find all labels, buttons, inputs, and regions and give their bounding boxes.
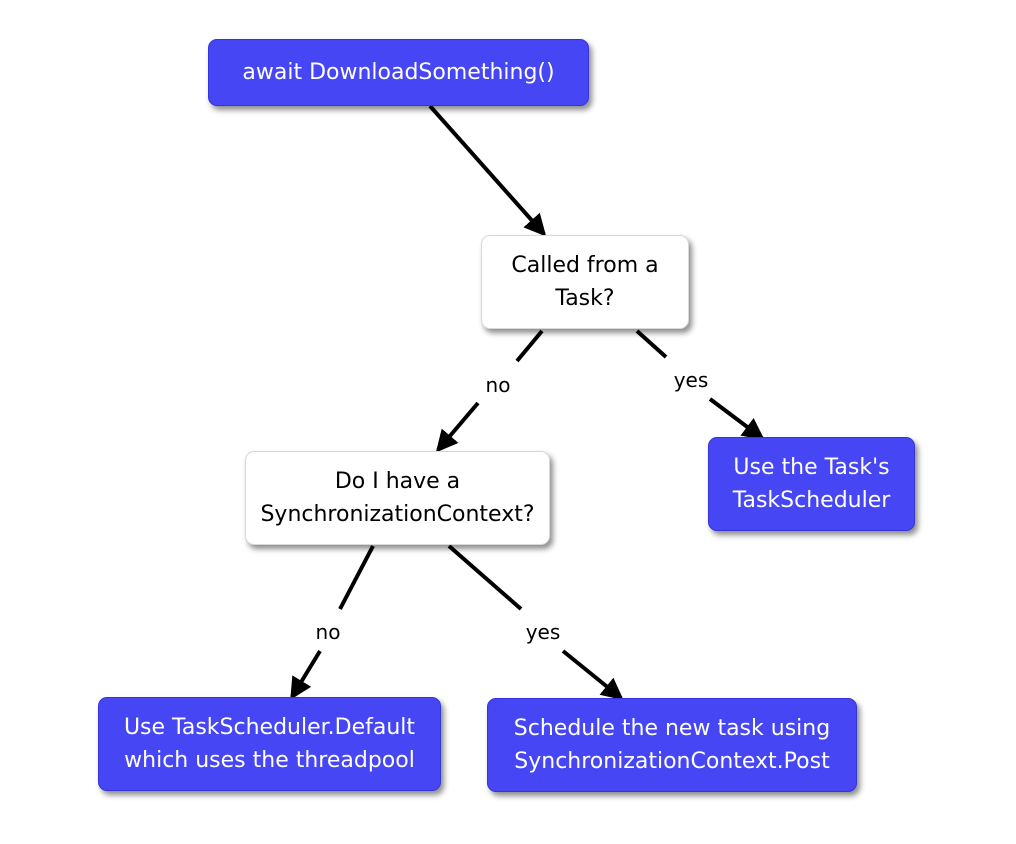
node-schedule-post: Schedule the new task using Synchronizat… xyxy=(487,698,857,792)
edge-label-task-no: no xyxy=(486,373,511,397)
edge-task-yes-upper xyxy=(635,329,668,359)
node-called-from-task-line-2: Task? xyxy=(555,286,615,311)
node-use-task-scheduler: Use the Task's TaskScheduler xyxy=(708,437,915,531)
node-use-default-scheduler: Use TaskScheduler.Default which uses the… xyxy=(98,697,441,791)
edge-start-to-called-from-task xyxy=(428,104,547,237)
edge-label-sync-yes: yes xyxy=(526,620,561,644)
node-called-from-task: Called from a Task? xyxy=(481,235,689,329)
node-called-from-task-line-1: Called from a xyxy=(511,253,659,278)
edge-task-yes-lower xyxy=(708,397,765,440)
edge-task-no-lower xyxy=(435,401,480,453)
node-have-sync-context-line-2: SynchronizationContext? xyxy=(260,502,535,527)
edge-sync-yes-lower xyxy=(561,649,624,701)
node-await-download-text: await DownloadSomething() xyxy=(242,60,555,85)
node-schedule-post-line-2: SynchronizationContext.Post xyxy=(514,749,830,774)
node-use-task-scheduler-line-2: TaskScheduler xyxy=(732,488,891,513)
node-use-task-scheduler-line-1: Use the Task's xyxy=(733,455,890,480)
node-have-sync-context: Do I have a SynchronizationContext? xyxy=(245,451,550,545)
node-await-download: await DownloadSomething() xyxy=(208,39,589,106)
edge-sync-yes-upper xyxy=(447,544,523,611)
edge-label-sync-no: no xyxy=(316,620,341,644)
node-schedule-post-line-1: Schedule the new task using xyxy=(513,716,831,741)
edge-sync-no-upper xyxy=(338,545,375,610)
node-use-default-scheduler-line-2: which uses the threadpool xyxy=(124,748,415,773)
edge-sync-no-lower xyxy=(290,649,322,700)
node-have-sync-context-line-1: Do I have a xyxy=(334,469,461,494)
edge-label-task-yes: yes xyxy=(674,368,709,392)
node-use-default-scheduler-line-1: Use TaskScheduler.Default xyxy=(123,715,416,740)
edge-task-no-upper xyxy=(515,329,544,363)
